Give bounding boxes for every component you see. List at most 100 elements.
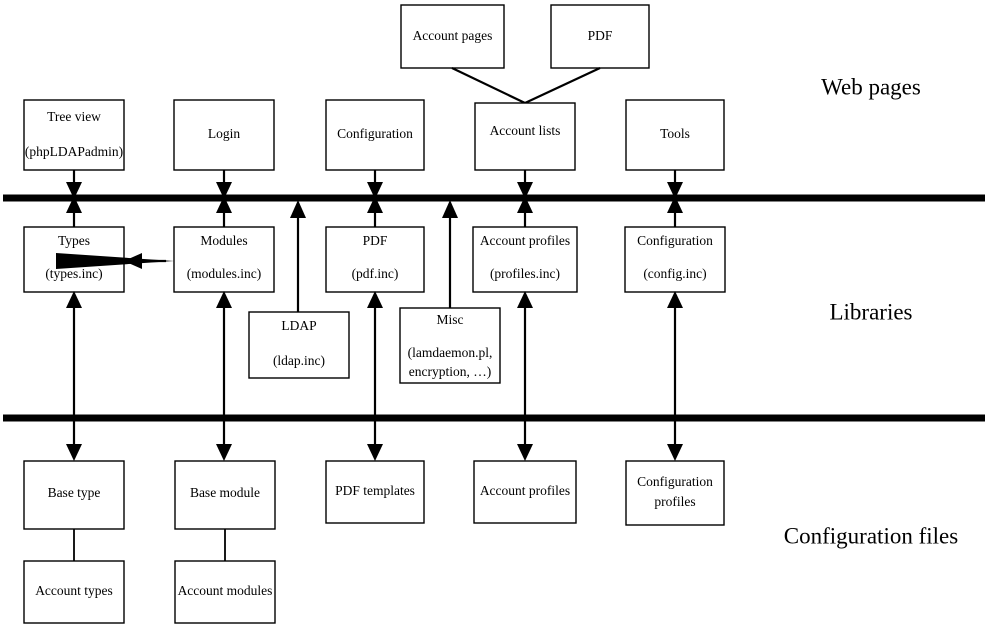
arrowhead-basemodule-down: [216, 444, 232, 461]
node-misc: Misc (lamdaemon.pl, encryption, …): [399, 307, 501, 384]
node-configuration-profiles-label-1: Configuration: [637, 474, 713, 489]
arrows-web-to-bar: [66, 170, 683, 199]
arrowhead-types-up: [66, 196, 82, 213]
section-label-libraries: Libraries: [829, 299, 912, 324]
node-configuration-profiles-box: [625, 460, 725, 526]
node-types-label-1: Types: [58, 233, 90, 248]
arrowhead-configprofiles-down: [667, 444, 683, 461]
node-modules: Modules (modules.inc): [173, 226, 275, 293]
node-pdf-lib: PDF (pdf.inc): [325, 226, 425, 293]
node-base-type: Base type: [23, 460, 125, 530]
node-modules-label-1: Modules: [200, 233, 247, 248]
node-configuration-lib-label-2: (config.inc): [643, 266, 706, 281]
arrowhead-tree-view-down: [66, 182, 82, 199]
node-ldap-box: [248, 311, 350, 379]
node-configuration-lib-label-1: Configuration: [637, 233, 713, 248]
arrowhead-modules-up-lower: [216, 291, 232, 308]
arrowhead-ldap-up: [290, 200, 306, 218]
node-account-lists-label: Account lists: [490, 123, 561, 138]
node-pdf-top: PDF: [550, 4, 650, 69]
arrowhead-misc-up: [442, 200, 458, 218]
node-login-label: Login: [208, 126, 240, 141]
arrowhead-basetype-down: [66, 444, 82, 461]
node-account-types-box: [23, 560, 125, 624]
node-tree-view-label-2: (phpLDAPadmin): [25, 144, 123, 159]
section-label-configuration-files: Configuration files: [784, 523, 958, 548]
node-account-lists: Account lists: [474, 102, 576, 171]
node-pdf-lib-label-2: (pdf.inc): [352, 266, 399, 281]
node-account-profiles-lib-label-1: Account profiles: [480, 233, 570, 248]
node-account-types: Account types: [23, 560, 125, 624]
node-base-module: Base module: [174, 460, 276, 530]
node-base-type-label: Base type: [48, 485, 101, 500]
node-configuration-lib-box: [624, 226, 726, 293]
arrowhead-configuration-page-down: [367, 182, 383, 199]
node-pdf-top-box: [550, 4, 650, 69]
arrows-libraries-config-files: [66, 291, 683, 461]
arrowhead-types-modules-right: [56, 253, 174, 269]
arrowhead-profileslib-up-lower: [517, 291, 533, 308]
node-login-box: [173, 99, 275, 171]
node-pdf-templates-label: PDF templates: [335, 483, 415, 498]
connector-types-modules-bidirectional: [56, 253, 174, 269]
node-account-modules-box: [174, 560, 276, 624]
arrowhead-accountprofiles-down: [517, 444, 533, 461]
node-ldap-label-1: LDAP: [281, 318, 316, 333]
node-configuration-profiles: Configuration profiles: [625, 460, 725, 526]
node-misc-box: [399, 307, 501, 384]
node-account-profiles-lib: Account profiles (profiles.inc): [472, 226, 578, 293]
node-tree-view: Tree view (phpLDAPadmin): [23, 99, 125, 171]
node-account-profiles-files-label: Account profiles: [480, 483, 570, 498]
section-label-web-pages: Web pages: [821, 74, 921, 99]
arrowhead-account-profiles-lib-up: [517, 196, 533, 213]
arrows-libraries-to-bar: [66, 196, 683, 312]
node-configuration-page-label: Configuration: [337, 126, 413, 141]
arrowhead-configlib-up-lower: [667, 291, 683, 308]
node-tools: Tools: [625, 99, 725, 171]
node-base-module-label: Base module: [190, 485, 260, 500]
node-account-modules-label: Account modules: [178, 583, 273, 598]
node-configuration-profiles-label-2: profiles: [654, 494, 695, 509]
arrowhead-pdf-lib-up: [367, 196, 383, 213]
node-account-profiles-files: Account profiles: [473, 460, 577, 524]
node-misc-label-3: encryption, …): [409, 364, 491, 379]
node-account-pages-label: Account pages: [413, 28, 493, 43]
node-tree-view-box: [23, 99, 125, 171]
node-account-profiles-lib-label-2: (profiles.inc): [490, 266, 560, 281]
node-base-module-box: [174, 460, 276, 530]
node-pdf-templates-box: [325, 460, 425, 524]
node-pdf-top-label: PDF: [588, 28, 613, 43]
connector-pdf-to-account-lists: [524, 67, 601, 104]
node-account-pages: Account pages: [400, 4, 505, 69]
node-account-types-label: Account types: [35, 583, 113, 598]
node-account-profiles-lib-box: [472, 226, 578, 293]
node-ldap: LDAP (ldap.inc): [248, 311, 350, 379]
arrowhead-configuration-lib-up: [667, 196, 683, 213]
connector-account-pages-to-account-lists: [451, 67, 526, 104]
node-tree-view-label-1: Tree view: [47, 109, 101, 124]
node-login: Login: [173, 99, 275, 171]
node-tools-label: Tools: [660, 126, 690, 141]
node-account-profiles-files-box: [473, 460, 577, 524]
node-configuration-lib: Configuration (config.inc): [624, 226, 726, 293]
arrowhead-pdftemplates-down: [367, 444, 383, 461]
node-configuration-page: Configuration: [325, 99, 425, 171]
node-misc-label-2: (lamdaemon.pl,: [408, 345, 493, 360]
node-misc-label-1: Misc: [437, 312, 464, 327]
node-types-label-2: (types.inc): [45, 266, 102, 281]
node-account-lists-box: [474, 102, 576, 171]
arrowhead-account-lists-down: [517, 182, 533, 199]
node-account-modules: Account modules: [174, 560, 276, 624]
node-pdf-templates: PDF templates: [325, 460, 425, 524]
node-modules-label-2: (modules.inc): [187, 266, 262, 281]
node-modules-box: [173, 226, 275, 293]
node-ldap-label-2: (ldap.inc): [273, 353, 325, 368]
arrowhead-types-up-lower: [66, 291, 82, 308]
arrowhead-tools-down: [667, 182, 683, 199]
arrowhead-modules-up: [216, 196, 232, 213]
arrowhead-pdflib-up-lower: [367, 291, 383, 308]
arrowhead-login-down: [216, 182, 232, 199]
node-pdf-lib-label-1: PDF: [363, 233, 388, 248]
